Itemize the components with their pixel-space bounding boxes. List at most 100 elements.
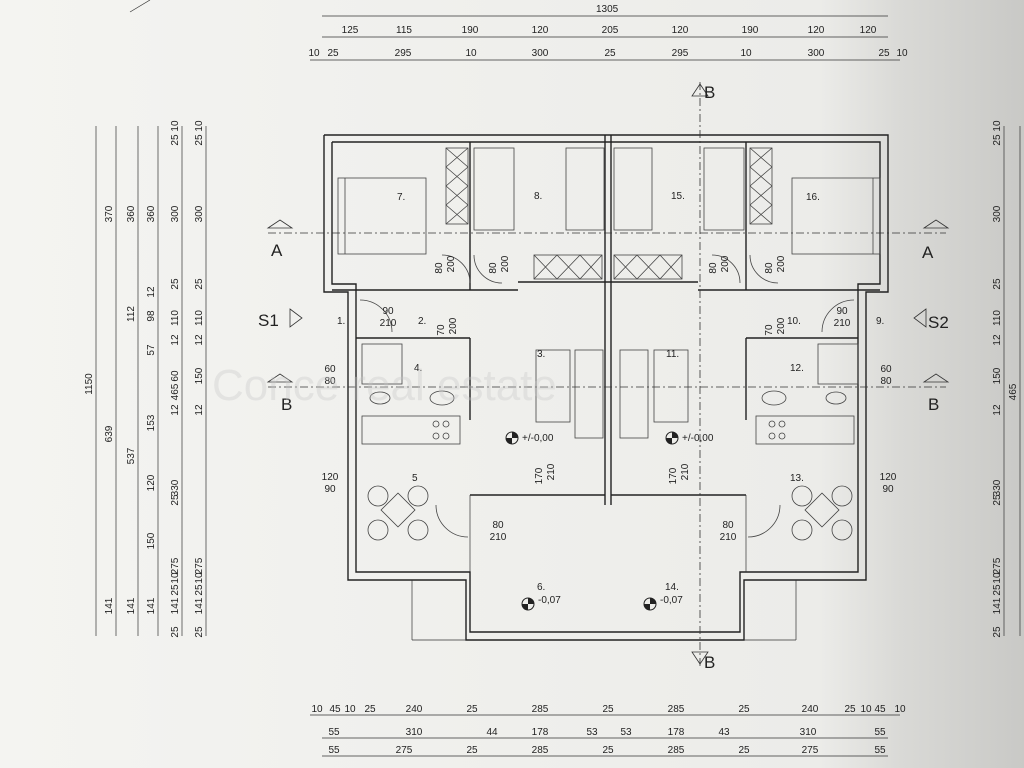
sofa-left (535, 349, 571, 423)
dim-bottom-row2: 178 (532, 727, 549, 738)
section-label-b-top: B (704, 83, 715, 102)
dim-bottom-row2: 178 (668, 727, 685, 738)
door-dim-d_90_210_l: 210 (380, 318, 397, 329)
door-dim-d_80_200_d: 200 (776, 255, 787, 272)
room-2: 2. (418, 316, 426, 327)
dim-top-row2: 25 (604, 48, 616, 59)
toilet-right (825, 391, 847, 405)
dim-right: 150 (992, 367, 1003, 384)
dim-left_col5: 25 (170, 626, 181, 638)
room-13: 13. (790, 473, 804, 484)
dim-bottom-row1: 10 (894, 704, 906, 715)
dim-bottom-row1: 25 (738, 704, 750, 715)
dim-left_col5: 60 (170, 370, 181, 382)
section-label-a-left: A (271, 241, 283, 260)
door-dim-d_90_210_r: 210 (834, 318, 851, 329)
dim-bottom-row2: 310 (800, 727, 817, 738)
dim-left_col4: 150 (146, 532, 157, 549)
dim-left_col6: 25 (194, 626, 205, 638)
door-dim-d_170_210_r: 170 (668, 467, 679, 484)
dim-left_col6: 12 (194, 404, 205, 416)
dim-bottom-row2: 44 (486, 727, 498, 738)
door-dim-w_120_90_r: 90 (882, 484, 894, 495)
dim-top-row2: 25 (327, 48, 339, 59)
dim-bottom-row3: 25 (602, 745, 614, 756)
room-16: 16. (806, 192, 820, 203)
dim-bottom-row1: 240 (802, 704, 819, 715)
dim-right: 25 (992, 626, 1003, 638)
bed-8b (565, 147, 605, 231)
room-3: 3. (537, 349, 545, 360)
dim-left_col4: 98 (146, 310, 157, 322)
section-label-a-right: A (922, 243, 934, 262)
dim-bottom-row2: 53 (620, 727, 632, 738)
dim-left_col4: 120 (146, 474, 157, 491)
dim-left_col4: 12 (146, 286, 157, 298)
section-label-s2: S2 (928, 313, 949, 332)
door-dim-d_170_210_r: 210 (680, 463, 691, 480)
door-dim-d_80_200_a: 80 (434, 262, 445, 274)
dim-bottom-row1: 45 (874, 704, 886, 715)
dim-left_col5: 25 (170, 134, 181, 146)
dim-left_col5: 25 (170, 494, 181, 506)
level-markers (505, 431, 679, 611)
door-dim-d_80_210_l: 80 (492, 520, 504, 531)
dim-left_col5: 110 (170, 310, 181, 326)
dim-left_col4: 360 (146, 205, 157, 222)
level-6: -0,07 (538, 595, 561, 606)
room-8: 8. (534, 191, 542, 202)
door-dim-d_90_210_r: 90 (836, 306, 848, 317)
room-14: 14. (665, 582, 679, 593)
dim-bottom-row2: 53 (586, 727, 598, 738)
dim-top-row1: 120 (860, 25, 877, 36)
dim-bottom-row1: 285 (532, 704, 549, 715)
toilet-left (369, 391, 391, 405)
dim-left_col5: 25 (170, 278, 181, 290)
dim-left_col5: 330 (170, 479, 181, 496)
dim-right: 465 (1008, 383, 1019, 400)
dim-top-row2: 300 (532, 48, 549, 59)
door-dim-d_90_210_l: 90 (382, 306, 394, 317)
dim-bottom-row1: 285 (668, 704, 685, 715)
door-dim-d_80_200_c: 80 (708, 262, 719, 274)
dim-left_col6: 10 (194, 120, 205, 132)
level-right: +/-0,00 (682, 433, 714, 444)
door-dim-d_70_200_l: 70 (436, 324, 447, 336)
door-dim-w_120_90_l: 120 (322, 472, 339, 483)
dim-top-row2: 10 (465, 48, 477, 59)
dim-bottom-row2: 43 (718, 727, 730, 738)
room-4: 4. (414, 363, 422, 374)
dining-left (367, 485, 429, 541)
dim-right: 275 (992, 557, 1003, 574)
dim-left_col6: 25 (194, 134, 205, 146)
room-6: 6. (537, 582, 545, 593)
door-dim-d_80_200_c: 200 (720, 255, 731, 272)
door-dim-d_170_210_l: 170 (534, 467, 545, 484)
dim-right: 110 (992, 310, 1003, 326)
door-dim-w_60_80_r: 80 (880, 376, 892, 387)
dim-left_col5: 25 (170, 584, 181, 596)
door-dim-d_70_200_l: 200 (448, 317, 459, 334)
wardrobe-middle (533, 254, 683, 280)
dim-top-row2: 295 (395, 48, 412, 59)
dim-bottom-row3: 55 (874, 745, 886, 756)
wardrobe-left (445, 147, 469, 225)
dim-top-row2: 25 (878, 48, 890, 59)
dim-top-row2: 10 (740, 48, 752, 59)
section-lines (266, 82, 950, 666)
section-label-b-right: B (928, 395, 939, 414)
room-10: 10. (787, 316, 801, 327)
door-dim-d_80_210_r: 210 (720, 532, 737, 543)
dim-right: 25 (992, 278, 1003, 290)
door-dim-d_170_210_l: 210 (546, 463, 557, 480)
kitchen-left (361, 415, 461, 445)
door-dim-d_80_200_d: 80 (764, 262, 775, 274)
dim-top-row1: 125 (342, 25, 359, 36)
sofa-right (653, 349, 689, 423)
room-15: 15. (671, 191, 685, 202)
dim-left_col6: 300 (194, 205, 205, 222)
bed-8a (473, 147, 515, 231)
bed-15b (703, 147, 745, 231)
dim-right: 141 (992, 597, 1003, 614)
